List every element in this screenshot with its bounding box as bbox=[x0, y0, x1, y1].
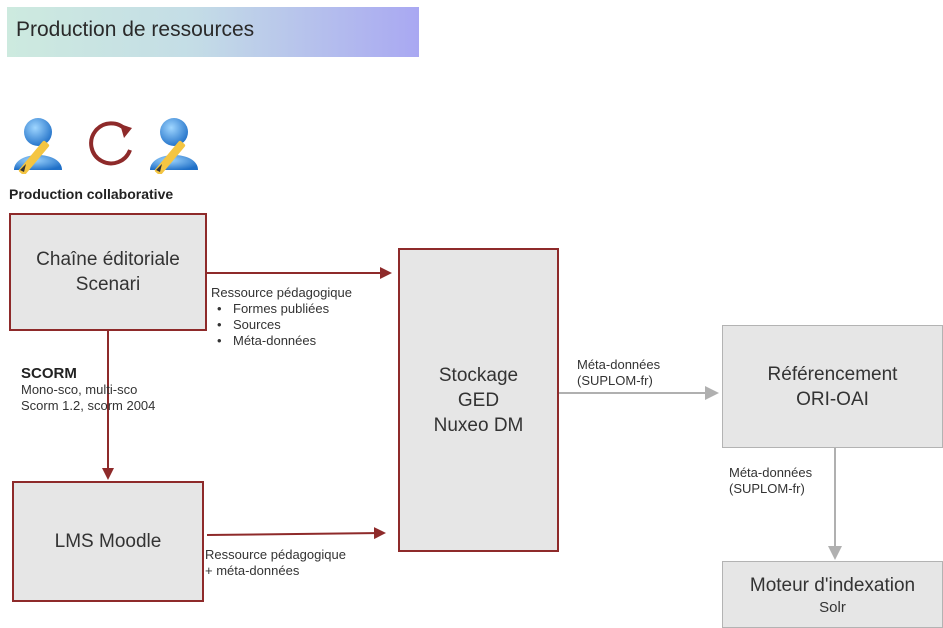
refresh-cycle-icon bbox=[89, 121, 132, 166]
box-moteur-line1: Moteur d'indexation bbox=[749, 575, 916, 596]
label-scorm-line1: Mono-sco, multi-sco bbox=[21, 382, 138, 397]
user-edit-icon bbox=[150, 118, 198, 174]
label-ref-to-moteur: Méta-données (SUPLOM-fr) bbox=[729, 465, 812, 497]
label-scenari-to-ged: Ressource pédagogique Formes publiées So… bbox=[211, 285, 352, 349]
label-scenari-to-ged-heading: Ressource pédagogique bbox=[211, 285, 352, 300]
box-moteur: Moteur d'indexation Solr bbox=[722, 561, 943, 628]
page-title: Production de ressources bbox=[16, 18, 255, 41]
list-item: Sources bbox=[217, 317, 352, 333]
box-referencement: Référencement ORI-OAI bbox=[722, 325, 943, 448]
box-scenari-line2: Scenari bbox=[75, 274, 141, 295]
arrow-lms-to-ged bbox=[206, 527, 386, 540]
label-scorm: SCORM Mono-sco, multi-sco Scorm 1.2, sco… bbox=[21, 365, 155, 414]
label-ged-to-ref-line2: (SUPLOM-fr) bbox=[577, 373, 653, 388]
label-lms-to-ged-line2: + méta-données bbox=[205, 563, 300, 578]
list-item: Formes publiées bbox=[217, 301, 352, 317]
box-stockage-line2: GED bbox=[457, 389, 500, 411]
label-ged-to-ref: Méta-données (SUPLOM-fr) bbox=[577, 357, 660, 389]
box-referencement-line2: ORI-OAI bbox=[796, 388, 869, 410]
box-scenari-line1: Chaîne éditoriale bbox=[36, 249, 180, 270]
label-scenari-to-ged-list: Formes publiées Sources Méta-données bbox=[211, 301, 352, 349]
title-banner: Production de ressources bbox=[7, 7, 419, 57]
box-referencement-line1: Référencement bbox=[767, 363, 898, 385]
label-lms-to-ged: Ressource pédagogique + méta-données bbox=[205, 547, 346, 579]
box-moteur-line2: Solr bbox=[819, 599, 846, 616]
box-stockage-line3: Nuxeo DM bbox=[433, 414, 524, 436]
label-ged-to-ref-line1: Méta-données bbox=[577, 357, 661, 372]
box-stockage-line1: Stockage bbox=[438, 364, 519, 386]
label-scorm-heading: SCORM bbox=[21, 365, 77, 382]
label-ref-to-moteur-line2: (SUPLOM-fr) bbox=[729, 481, 805, 496]
label-lms-to-ged-line1: Ressource pédagogique bbox=[205, 547, 346, 562]
label-ref-to-moteur-line1: Méta-données bbox=[729, 465, 813, 480]
box-lms-line1: LMS Moodle bbox=[54, 530, 162, 552]
user-edit-icon bbox=[14, 118, 62, 174]
box-scenari: Chaîne éditoriale Scenari bbox=[9, 213, 207, 331]
box-stockage: Stockage GED Nuxeo DM bbox=[398, 248, 559, 552]
box-lms: LMS Moodle bbox=[12, 481, 204, 602]
label-scorm-line2: Scorm 1.2, scorm 2004 bbox=[21, 398, 156, 413]
collab-label: Production collaborative bbox=[9, 186, 174, 202]
list-item: Méta-données bbox=[217, 333, 352, 349]
